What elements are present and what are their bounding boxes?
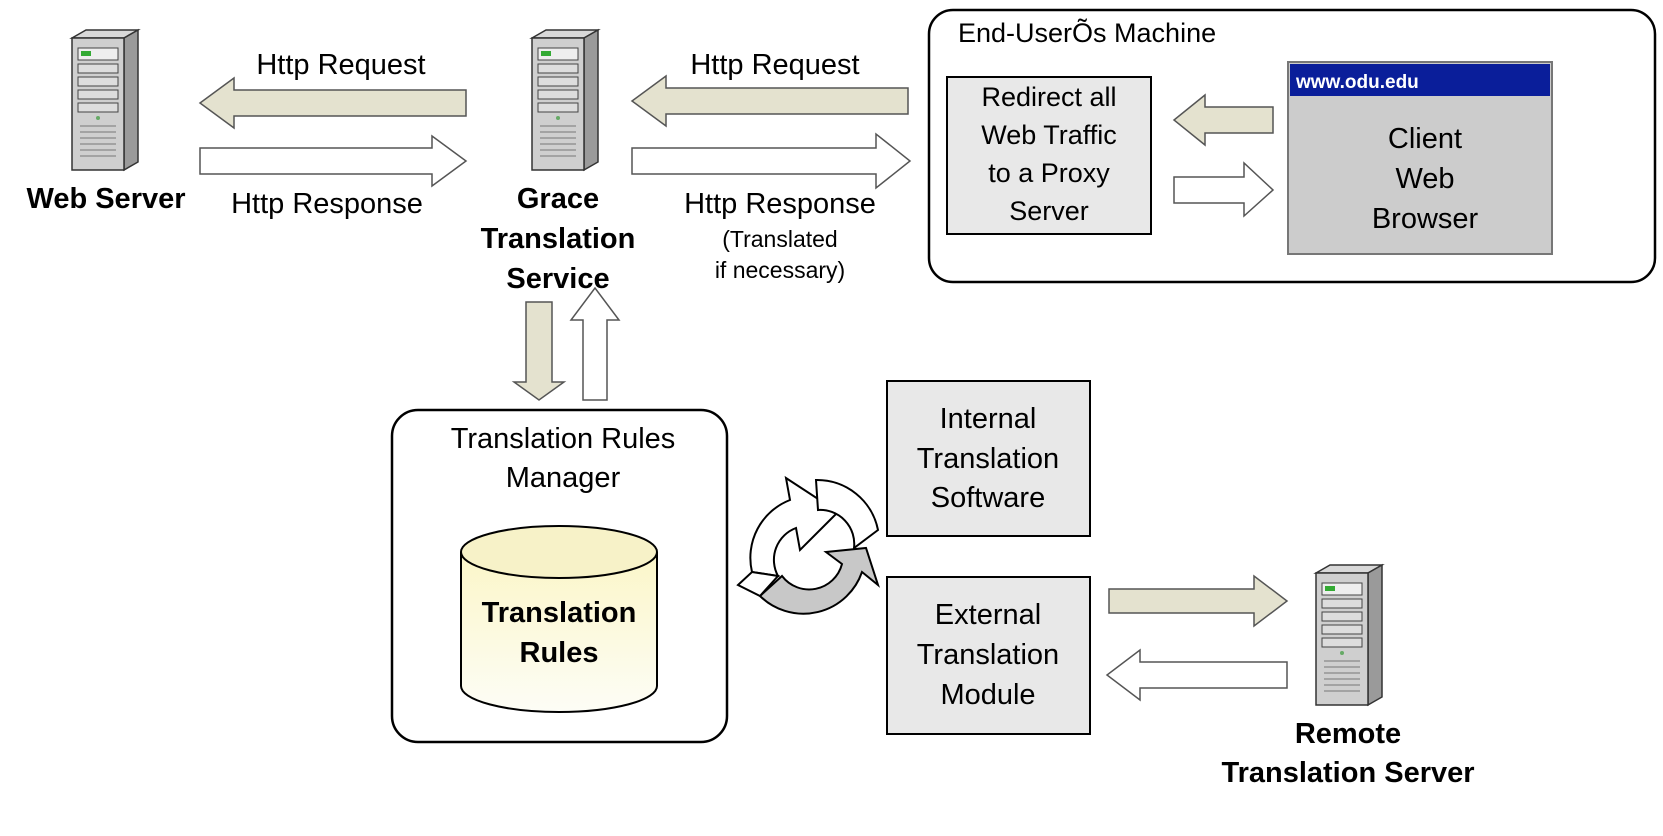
db-line-1: Translation xyxy=(482,597,637,629)
external-line-2: Translation xyxy=(917,639,1059,671)
right-response-label: Http Response xyxy=(684,188,876,220)
browser-line-1: Client xyxy=(1388,123,1462,155)
remote-to-external-arrow xyxy=(1105,648,1288,702)
grace-label-line-2: Translation xyxy=(481,223,636,255)
grace-to-rules-arrow xyxy=(511,301,567,401)
left-response-arrow xyxy=(199,134,468,188)
cycle-arrows-icon xyxy=(736,475,880,615)
grace-server-icon xyxy=(531,29,599,171)
remote-label-line-2: Translation Server xyxy=(1221,757,1474,789)
external-translation-box xyxy=(886,576,1091,735)
rules-to-grace-arrow xyxy=(569,286,621,401)
left-response-label: Http Response xyxy=(231,188,423,220)
browser-line-3: Browser xyxy=(1372,203,1479,235)
proxy-to-browser-arrow xyxy=(1173,161,1275,218)
external-to-remote-arrow xyxy=(1108,574,1289,628)
external-line-3: Module xyxy=(940,679,1035,711)
left-request-label: Http Request xyxy=(256,49,425,81)
proxy-redirect-box xyxy=(946,76,1152,235)
remote-server-icon xyxy=(1315,564,1383,706)
end-user-title: End-UserÕs Machine xyxy=(958,17,1216,48)
database-icon xyxy=(460,525,658,713)
proxy-line-2: Web Traffic xyxy=(981,120,1117,150)
internal-translation-box xyxy=(886,380,1091,537)
right-request-arrow xyxy=(630,74,909,128)
proxy-line-1: Redirect all xyxy=(981,82,1116,112)
browser-address-bar xyxy=(1290,64,1550,96)
browser-url: www.odu.edu xyxy=(1295,72,1419,93)
db-line-2: Rules xyxy=(520,637,599,669)
right-response-note-1: (Translated xyxy=(722,226,837,252)
rules-manager-title-2: Manager xyxy=(506,462,621,494)
proxy-line-4: Server xyxy=(1009,196,1089,226)
proxy-line-3: to a Proxy xyxy=(988,158,1110,188)
browser-line-2: Web xyxy=(1395,163,1454,195)
right-request-label: Http Request xyxy=(690,49,859,81)
external-line-1: External xyxy=(935,599,1041,631)
grace-label-line-1: Grace xyxy=(517,183,599,215)
right-response-arrow xyxy=(631,132,912,190)
remote-label-line-1: Remote xyxy=(1295,718,1401,750)
internal-line-3: Software xyxy=(931,482,1045,514)
internal-line-2: Translation xyxy=(917,443,1059,475)
left-request-arrow xyxy=(198,76,467,130)
right-response-note-2: if necessary) xyxy=(715,257,845,283)
grace-label-line-3: Service xyxy=(506,263,609,295)
web-server-icon xyxy=(71,29,139,171)
rules-manager-title-1: Translation Rules xyxy=(451,423,676,455)
browser-to-proxy-arrow xyxy=(1172,93,1274,147)
internal-line-1: Internal xyxy=(940,403,1037,435)
web-server-label: Web Server xyxy=(26,183,185,215)
